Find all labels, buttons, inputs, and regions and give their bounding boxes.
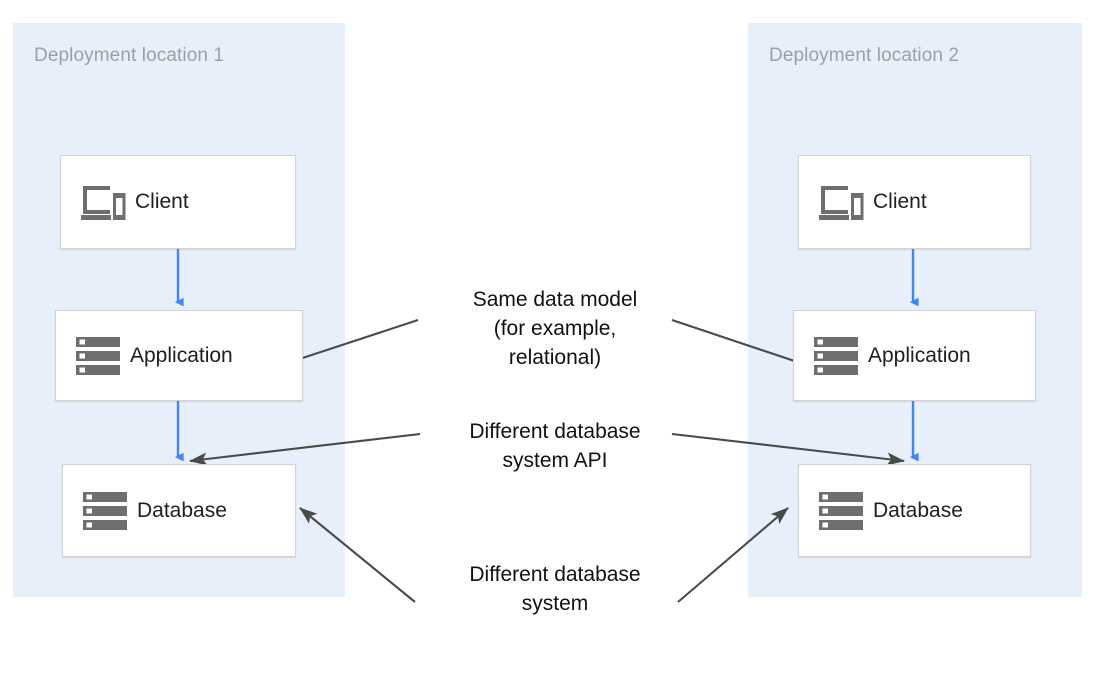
server-icon bbox=[66, 336, 130, 375]
annotation-different-database-system: Different database system bbox=[469, 563, 641, 615]
devices-icon bbox=[71, 184, 135, 220]
node-client-1[interactable]: Client bbox=[60, 155, 296, 249]
zone-2-title: Deployment location 2 bbox=[769, 45, 960, 66]
node-application-2[interactable]: Application bbox=[793, 310, 1036, 401]
node-database-1-label: Database bbox=[137, 498, 227, 522]
node-database-1[interactable]: Database bbox=[62, 464, 296, 557]
server-icon bbox=[73, 491, 137, 530]
annotation-same-data-model: Same data model (for example, relational… bbox=[472, 288, 638, 369]
server-icon bbox=[804, 336, 868, 375]
annotation-different-database-system-api: Different database system API bbox=[469, 420, 641, 472]
node-client-2-label: Client bbox=[873, 190, 927, 213]
node-client-2[interactable]: Client bbox=[798, 155, 1031, 249]
node-application-1[interactable]: Application bbox=[55, 310, 303, 401]
node-client-1-label: Client bbox=[135, 190, 189, 213]
devices-icon bbox=[809, 184, 873, 220]
server-icon bbox=[809, 491, 873, 530]
node-database-2-label: Database bbox=[873, 498, 963, 522]
zone-1-title: Deployment location 1 bbox=[34, 45, 225, 66]
node-application-2-label: Application bbox=[868, 343, 971, 367]
node-application-1-label: Application bbox=[130, 343, 233, 367]
node-database-2[interactable]: Database bbox=[798, 464, 1031, 557]
